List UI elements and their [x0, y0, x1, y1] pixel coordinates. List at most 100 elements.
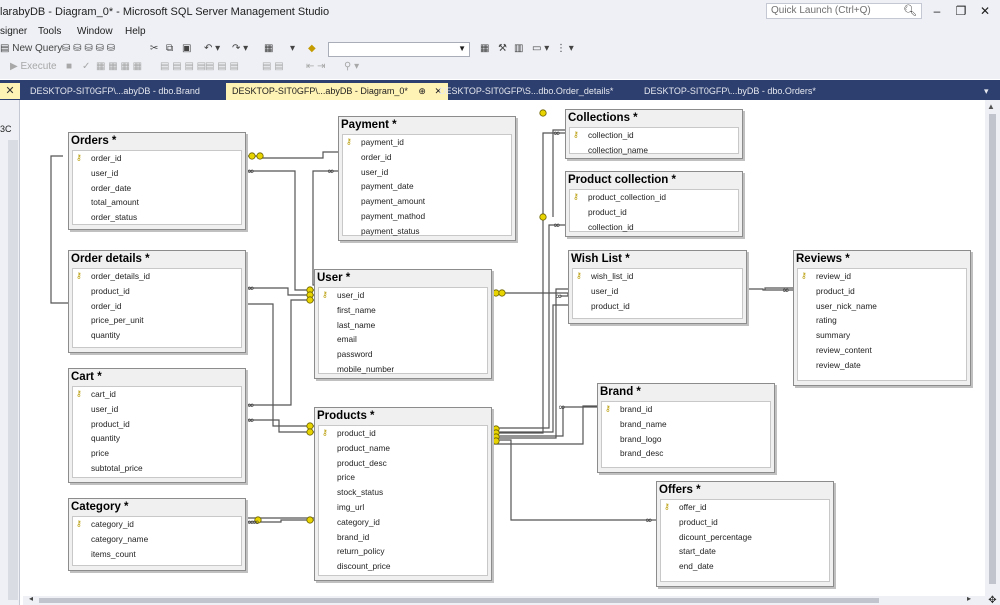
horizontal-scroll-thumb[interactable]: [39, 598, 879, 603]
comment-icons[interactable]: ▤ ▤: [262, 61, 284, 72]
column-row[interactable]: ⚷order_id: [73, 151, 241, 166]
output-icons[interactable]: ▤ ▤ ▤: [205, 61, 239, 72]
relationship-line[interactable]: [492, 406, 597, 437]
column-row[interactable]: quantity: [73, 328, 241, 343]
column-row[interactable]: user_nick_name: [798, 299, 966, 314]
relationship-line[interactable]: [246, 151, 338, 159]
column-row[interactable]: ⚷product_id: [319, 426, 487, 441]
column-row[interactable]: user_id: [73, 402, 241, 417]
column-row[interactable]: email: [319, 332, 487, 347]
column-row[interactable]: quantity: [73, 431, 241, 446]
column-row[interactable]: product_name: [319, 441, 487, 456]
menu-tools[interactable]: Tools: [38, 26, 62, 37]
database-query-icons[interactable]: ⛁ ⛁ ⛁ ⛁ ⛁: [62, 43, 116, 54]
column-row[interactable]: payment_status: [343, 224, 511, 239]
column-row[interactable]: product_desc: [319, 456, 487, 471]
relationship-line[interactable]: [492, 405, 597, 445]
menu-designer[interactable]: signer: [0, 26, 28, 37]
column-row[interactable]: payment_amount: [343, 194, 511, 209]
relationship-line[interactable]: [246, 170, 314, 291]
column-row[interactable]: return_policy: [319, 544, 487, 559]
column-row[interactable]: product_id: [73, 284, 241, 299]
menu-help[interactable]: Help: [125, 26, 146, 37]
diagram-canvas[interactable]: ∞∞∞∞∞∞∞∞∞∞∞∞∞∞∞ Orders *⚷order_iduser_id…: [23, 100, 985, 596]
quick-launch-input[interactable]: Quick Launch (Ctrl+Q) 🔍︎: [766, 3, 922, 19]
column-row[interactable]: order_id: [73, 299, 241, 314]
cut-icon[interactable]: ✂: [150, 43, 159, 54]
column-row[interactable]: ⚷category_id: [73, 517, 241, 532]
vertical-scroll-thumb[interactable]: [989, 114, 996, 584]
tab-brand[interactable]: DESKTOP-SIT0GFP\...abyDB - dbo.Brand: [30, 86, 200, 96]
column-row[interactable]: total_amount: [73, 195, 241, 210]
new-query-button[interactable]: ▤ New Query: [0, 43, 62, 54]
minimize-button[interactable]: –: [933, 4, 941, 18]
relationship-line[interactable]: [312, 170, 338, 286]
column-row[interactable]: password: [319, 347, 487, 362]
column-row[interactable]: dicount_percentage: [661, 530, 829, 545]
column-row[interactable]: user_id: [573, 284, 742, 299]
window-layout-icon[interactable]: ▭ ▾: [532, 43, 550, 54]
column-row[interactable]: ⚷user_id: [319, 288, 487, 303]
column-row[interactable]: end_date: [661, 559, 829, 574]
relationship-line[interactable]: [492, 439, 656, 521]
relationship-line[interactable]: [552, 129, 565, 217]
column-row[interactable]: stock_status: [319, 485, 487, 500]
column-row[interactable]: discount_price: [319, 559, 487, 574]
tab-diagram[interactable]: DESKTOP-SIT0GFP\...abyDB - Diagram_0* ⊕ …: [226, 83, 449, 100]
column-row[interactable]: rating: [798, 313, 966, 328]
toolbar-options-icon[interactable]: ⋮ ▾: [556, 43, 574, 54]
column-row[interactable]: product_id: [573, 299, 742, 314]
column-row[interactable]: mobile_number: [319, 362, 487, 377]
relationship-line[interactable]: [764, 287, 793, 290]
specify-values-icon[interactable]: ⚲ ▾: [344, 61, 360, 72]
column-row[interactable]: ⚷product_collection_id: [570, 190, 738, 205]
column-row[interactable]: product_id: [73, 417, 241, 432]
column-row[interactable]: price: [73, 446, 241, 461]
column-row[interactable]: last_name: [319, 318, 487, 333]
redo-icon[interactable]: ↷ ▾: [232, 43, 249, 54]
column-row[interactable]: collection_id: [570, 220, 738, 235]
query-options-icons[interactable]: ▦ ▦ ▦ ▦: [96, 61, 143, 72]
relationship-line[interactable]: [492, 224, 565, 429]
relationship-line[interactable]: [246, 303, 314, 427]
column-row[interactable]: user_id: [73, 166, 241, 181]
tab-orders[interactable]: DESKTOP-SIT0GFP\...byDB - dbo.Orders*: [644, 86, 816, 96]
relationship-line[interactable]: [492, 304, 568, 433]
scroll-up-icon[interactable]: ▲: [987, 102, 995, 111]
toolbox-icon[interactable]: ▥: [514, 43, 524, 54]
pin-icon[interactable]: ⊕: [418, 86, 426, 96]
close-panel-icon[interactable]: ✕: [0, 83, 20, 99]
column-row[interactable]: brand_desc: [602, 446, 770, 461]
results-icons[interactable]: ▤ ▤ ▤ ▤: [160, 61, 207, 72]
relationship-line[interactable]: [246, 519, 314, 523]
undo-icon[interactable]: ↶ ▾: [204, 43, 221, 54]
column-row[interactable]: ⚷order_details_id: [73, 269, 241, 284]
copy-icon[interactable]: ⧉: [166, 43, 174, 54]
paste-icon[interactable]: ▣: [182, 43, 192, 54]
column-row[interactable]: order_date: [73, 181, 241, 196]
column-row[interactable]: ⚷collection_id: [570, 128, 738, 143]
properties-icon[interactable]: ▦: [480, 43, 490, 54]
parse-icon[interactable]: ✓: [82, 61, 91, 72]
column-row[interactable]: product_id: [661, 515, 829, 530]
scroll-right-icon[interactable]: ▸: [967, 594, 972, 603]
column-row[interactable]: review_date: [798, 358, 966, 373]
column-row[interactable]: price_per_unit: [73, 313, 241, 328]
database-select[interactable]: ▼: [328, 42, 470, 57]
dropdown-arrow-icon[interactable]: ▾: [290, 43, 296, 54]
column-row[interactable]: ⚷review_id: [798, 269, 966, 284]
column-row[interactable]: ⚷cart_id: [73, 387, 241, 402]
column-row[interactable]: payment_date: [343, 179, 511, 194]
column-row[interactable]: price: [319, 470, 487, 485]
execute-button[interactable]: ▶ Execute: [10, 61, 57, 72]
relationship-line[interactable]: [246, 287, 314, 296]
column-row[interactable]: ⚷brand_id: [602, 402, 770, 417]
column-row[interactable]: img_url: [319, 500, 487, 515]
